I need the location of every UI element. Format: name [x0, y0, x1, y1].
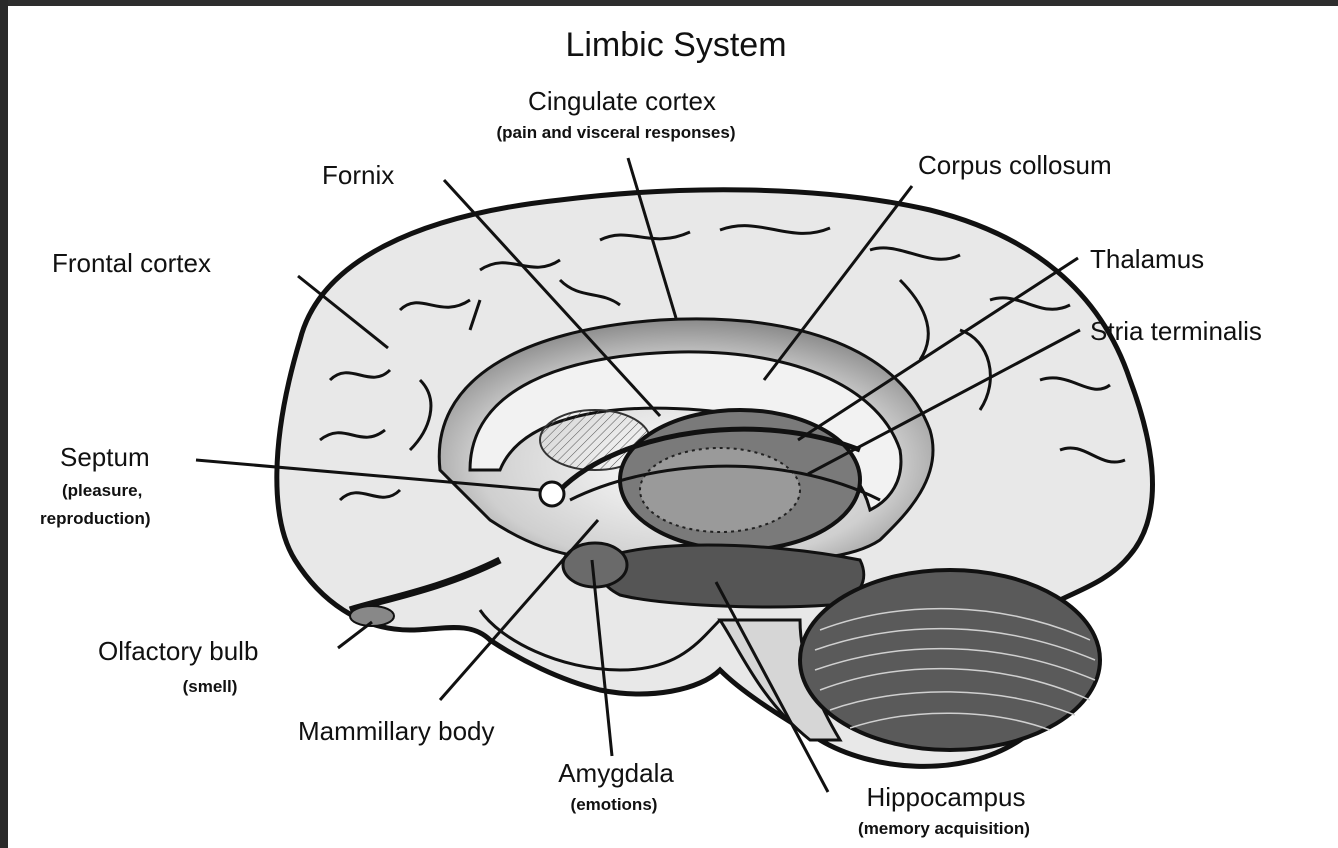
label-olfactory-bulb: Olfactory bulb — [98, 636, 258, 666]
mammillary-body-shape — [540, 482, 564, 506]
label-olfactory-sub: (smell) — [183, 677, 238, 696]
label-thalamus: Thalamus — [1090, 244, 1204, 274]
label-stria-terminalis: Stria terminalis — [1090, 316, 1262, 346]
label-corpus-collosum: Corpus collosum — [918, 150, 1112, 180]
label-mammillary-body: Mammillary body — [298, 716, 495, 746]
label-cingulate-sub: (pain and visceral responses) — [496, 123, 735, 142]
diagram-canvas: Limbic System Cingulate cortex (pain and… — [8, 6, 1338, 848]
label-septum-sub-1: (pleasure, — [62, 481, 142, 500]
leader-olfactory — [338, 622, 372, 648]
cerebellum-shape — [800, 570, 1100, 750]
label-hippocampus: Hippocampus — [867, 782, 1026, 812]
label-septum: Septum — [60, 442, 150, 472]
label-cingulate-cortex: Cingulate cortex — [528, 86, 716, 116]
label-septum-sub-2: reproduction) — [40, 509, 151, 528]
label-amygdala-sub: (emotions) — [571, 795, 658, 814]
limbic-system-diagram: Limbic System Cingulate cortex (pain and… — [8, 6, 1338, 848]
label-hippocampus-sub: (memory acquisition) — [858, 819, 1030, 838]
label-fornix: Fornix — [322, 160, 394, 190]
thalamus-inner — [640, 448, 800, 532]
window-left-edge — [0, 0, 8, 848]
label-amygdala: Amygdala — [558, 758, 674, 788]
diagram-title: Limbic System — [565, 26, 786, 64]
label-frontal-cortex: Frontal cortex — [52, 248, 211, 278]
hippocampus-shape — [598, 545, 864, 607]
